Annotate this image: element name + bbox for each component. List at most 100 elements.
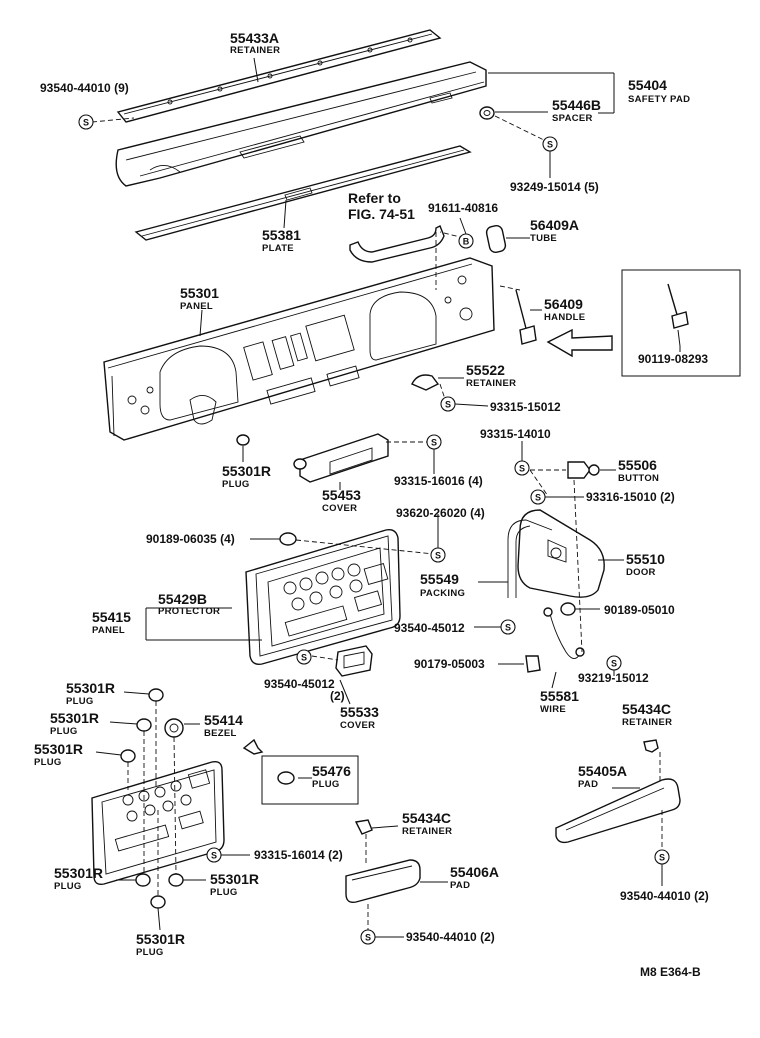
svg-text:93219-15012: 93219-15012 [578,671,649,685]
label-90179-05003[interactable]: 90179-05003 [414,657,485,671]
label-55301-panel[interactable]: 55301 PANEL [180,285,219,312]
svg-text:93620-26020 (4): 93620-26020 (4) [396,506,485,520]
label-55405A[interactable]: 55405A PAD [578,763,627,790]
svg-text:93316-15010 (2): 93316-15010 (2) [586,490,675,504]
s-bolt-symbol: S [78,114,94,130]
label-55433A[interactable]: 55433A RETAINER [230,30,280,56]
label-93540-44010-2-right[interactable]: 93540-44010 (2) [620,889,709,903]
label-93315-16016[interactable]: 93315-16016 (4) [394,474,483,488]
label-55522[interactable]: 55522 RETAINER [466,362,516,389]
svg-text:B: B [463,237,470,247]
pointer-arrow-drawing [546,328,613,358]
svg-text:PANEL: PANEL [180,301,213,312]
tube-drawing [485,225,507,253]
svg-text:TUBE: TUBE [530,233,557,244]
label-93540-44010-2-lower[interactable]: 93540-44010 (2) [406,930,495,944]
label-55510[interactable]: 55510 DOOR [626,551,665,578]
svg-text:55434C: 55434C [622,701,671,717]
label-55429B[interactable]: 55429B PROTECTOR [158,591,220,617]
svg-text:93249-15014 (5): 93249-15014 (5) [510,180,599,194]
svg-text:S: S [83,118,89,128]
label-93540-45012-2[interactable]: 93540-45012 (2) [264,677,345,703]
label-55406A[interactable]: 55406A PAD [450,864,499,891]
label-93315-14010[interactable]: 93315-14010 [480,427,551,441]
svg-text:90189-06035 (4): 90189-06035 (4) [146,532,235,546]
cover-55533-drawing [335,645,373,677]
svg-text:S: S [547,140,553,150]
svg-text:S: S [519,464,525,474]
svg-text:PLUG: PLUG [136,947,164,958]
svg-text:WIRE: WIRE [540,704,566,715]
label-56409A[interactable]: 56409A TUBE [530,217,579,244]
label-55533[interactable]: 55533 COVER [340,704,379,731]
retainer-55434C-right-drawing [643,739,659,753]
label-55506[interactable]: 55506 BUTTON [618,457,659,484]
label-55301R-a[interactable]: 55301R PLUG [222,463,271,490]
label-55549[interactable]: 55549 PACKING [420,571,465,599]
label-91611-40816[interactable]: 91611-40816 [428,201,498,215]
label-55381[interactable]: 55381 PLATE [262,227,301,254]
svg-text:90119-08293: 90119-08293 [638,352,708,366]
clip-90179-drawing [525,655,541,673]
svg-text:M8 E364-B: M8 E364-B [640,965,701,979]
label-55476[interactable]: 55476 PLUG [312,763,351,790]
svg-text:S: S [435,551,441,561]
svg-text:PLUG: PLUG [210,887,238,898]
inset-bolt-drawing [621,269,741,377]
label-55301R-b[interactable]: 55301R PLUG [66,680,115,707]
label-55301R-d[interactable]: 55301R PLUG [34,741,83,768]
svg-text:PAD: PAD [578,779,598,790]
nut-90189-05010-drawing [560,602,576,616]
label-93316-15010[interactable]: 93316-15010 (2) [586,490,675,504]
svg-text:(2): (2) [330,689,345,703]
label-93219-15012[interactable]: 93219-15012 [578,671,649,685]
svg-text:PLUG: PLUG [50,726,78,737]
reference-note[interactable]: Refer to FIG. 74-51 [348,190,415,222]
svg-text:S: S [611,659,617,669]
svg-text:RETAINER: RETAINER [622,717,672,728]
door-drawing [517,509,605,598]
retainer-55434C-lower-drawing [354,819,373,835]
label-90189-05010[interactable]: 90189-05010 [604,603,675,617]
label-55581[interactable]: 55581 WIRE [540,688,579,715]
label-55434C-right[interactable]: 55434C RETAINER [622,701,672,728]
label-55301R-e[interactable]: 55301R PLUG [54,865,103,892]
svg-text:PLUG: PLUG [222,479,250,490]
label-55301R-c[interactable]: 55301R PLUG [50,710,99,737]
label-90119-08293[interactable]: 90119-08293 [638,352,708,366]
svg-text:PLUG: PLUG [312,779,340,790]
b-bolt-symbol: B [458,233,474,249]
label-90189-06035[interactable]: 90189-06035 (4) [146,532,235,546]
label-55434C-lower[interactable]: 55434C RETAINER [402,810,452,837]
retainer-strip-drawing [116,29,442,123]
label-93540-45012[interactable]: 93540-45012 [394,621,465,635]
label-93315-15012[interactable]: 93315-15012 [490,400,561,414]
svg-text:COVER: COVER [322,503,357,514]
s-bolt-symbol: S [542,136,558,152]
wire-drawing [543,607,585,659]
label-55404[interactable]: 55404 SAFETY PAD [628,77,690,105]
s-bolt-symbol: S [654,849,670,865]
label-93249-15014[interactable]: 93249-15014 (5) [510,180,599,194]
svg-text:56409A: 56409A [530,217,579,233]
label-55446B[interactable]: 55446B SPACER [552,97,601,124]
svg-text:PLATE: PLATE [262,243,294,254]
svg-text:55476: 55476 [312,763,351,779]
s-bolt-symbol: S [500,619,516,635]
label-55301R-g[interactable]: 55301R PLUG [136,931,185,958]
label-93540-44010-9[interactable]: 93540-44010 (9) [40,81,129,95]
svg-text:PROTECTOR: PROTECTOR [158,606,220,617]
svg-text:55434C: 55434C [402,810,451,826]
label-55301R-f[interactable]: 55301R PLUG [210,871,259,898]
label-56409[interactable]: 56409 HANDLE [544,296,585,323]
label-55414[interactable]: 55414 BEZEL [204,712,243,739]
label-55453[interactable]: 55453 COVER [322,487,361,514]
svg-text:DOOR: DOOR [626,567,656,578]
svg-text:PLUG: PLUG [34,757,62,768]
svg-text:S: S [301,653,307,663]
svg-text:55414: 55414 [204,712,243,728]
label-55415[interactable]: 55415 PANEL [92,609,131,636]
label-93315-16014[interactable]: 93315-16014 (2) [254,848,343,862]
label-93620-26020[interactable]: 93620-26020 (4) [396,506,485,520]
